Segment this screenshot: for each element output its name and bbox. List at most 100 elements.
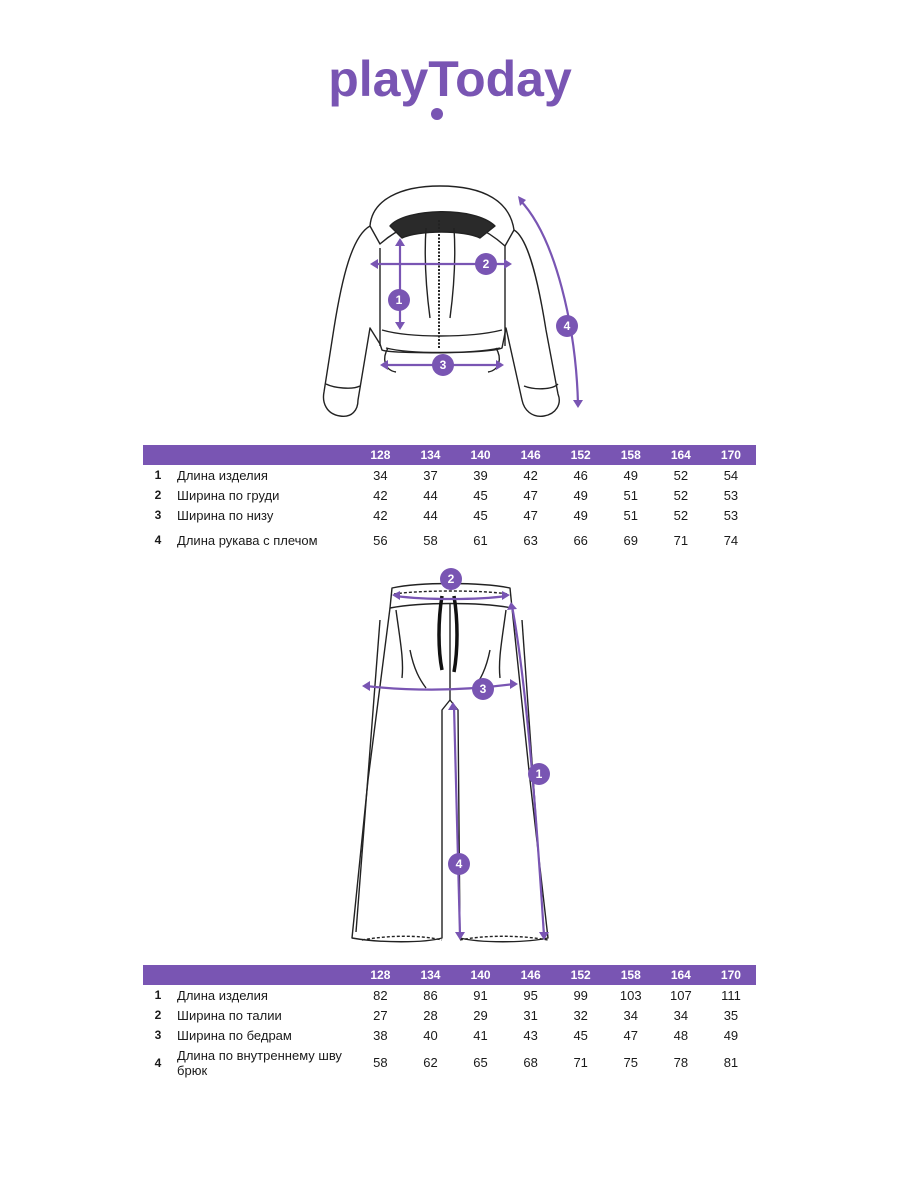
table-row: 3 Ширина по низу 42 44 45 47 49 51 52 53 (143, 505, 756, 525)
table-cell: 61 (473, 532, 488, 548)
size-header: 128 (355, 445, 406, 465)
table-cell: 58 (423, 532, 438, 548)
pants-marker-4: 4 (456, 857, 463, 871)
table-cell: 31 (523, 1007, 538, 1023)
size-header: 140 (455, 965, 506, 985)
table-cell: 40 (423, 1027, 438, 1043)
table-cell: 43 (523, 1027, 538, 1043)
table-cell: 45 (573, 1027, 588, 1043)
jacket-table-header: 128 134 140 146 152 158 164 170 (143, 445, 756, 465)
table-cell: 47 (623, 1027, 638, 1043)
row-label: Длина рукава с плечом (177, 532, 318, 548)
row-label: Длина изделия (177, 987, 268, 1003)
table-cell: 63 (523, 532, 538, 548)
row-label: Ширина по бедрам (177, 1027, 292, 1043)
size-header: 170 (705, 445, 756, 465)
table-cell: 42 (373, 507, 388, 523)
table-cell: 49 (573, 507, 588, 523)
row-number: 3 (154, 508, 162, 522)
table-cell: 111 (721, 987, 741, 1003)
table-cell: 81 (723, 1055, 739, 1070)
table-row: 1 Длина изделия 82 86 91 95 99 103 107 1… (143, 985, 756, 1005)
size-header: 128 (355, 965, 406, 985)
table-cell: 74 (723, 532, 739, 548)
size-header: 134 (405, 965, 456, 985)
table-cell: 41 (473, 1027, 488, 1043)
row-label: Ширина по низу (177, 507, 274, 523)
table-row: 1 Длина изделия 34 37 39 42 46 49 52 54 (143, 465, 756, 485)
table-cell: 29 (473, 1007, 488, 1023)
row-number: 3 (154, 1028, 162, 1042)
table-cell: 49 (623, 467, 638, 483)
row-number: 2 (154, 488, 162, 502)
row-number: 4 (154, 1055, 162, 1070)
table-cell: 49 (573, 487, 588, 503)
table-cell: 49 (723, 1027, 739, 1043)
brand-logo: playToday (328, 51, 572, 120)
size-header: 164 (655, 445, 706, 465)
table-cell: 78 (673, 1055, 689, 1070)
table-cell: 47 (523, 507, 538, 523)
row-number: 1 (154, 468, 162, 482)
row-number: 1 (154, 988, 162, 1002)
table-cell: 66 (573, 532, 588, 548)
size-header: 170 (705, 965, 756, 985)
size-header: 152 (555, 445, 606, 465)
table-cell: 52 (673, 487, 689, 503)
row-label: Ширина по груди (177, 487, 280, 503)
row-label: Ширина по талии (177, 1007, 282, 1023)
logo-dot (431, 108, 443, 120)
size-header: 140 (455, 445, 506, 465)
table-cell: 52 (673, 467, 689, 483)
row-label: Длина изделия (177, 467, 268, 483)
brand-logo-text: playToday (328, 51, 572, 107)
size-header: 152 (555, 965, 606, 985)
table-cell: 47 (523, 487, 538, 503)
table-row: 2 Ширина по талии 27 28 29 31 32 34 34 3… (143, 1005, 756, 1025)
pants-marker-1: 1 (536, 767, 543, 781)
table-cell: 103 (619, 987, 642, 1003)
pants-marker-3: 3 (480, 682, 487, 696)
row-number: 4 (154, 533, 162, 547)
jacket-marker-2: 2 (483, 257, 490, 271)
jacket-sketch: 1 2 3 4 (322, 185, 583, 417)
row-number: 2 (154, 1008, 162, 1022)
table-cell: 54 (723, 467, 739, 483)
table-cell: 58 (373, 1055, 388, 1070)
table-cell: 95 (523, 987, 538, 1003)
table-cell: 35 (723, 1007, 739, 1023)
table-cell: 44 (423, 507, 438, 523)
table-cell: 34 (623, 1007, 638, 1023)
table-cell: 45 (473, 487, 488, 503)
size-header: 158 (605, 965, 656, 985)
table-cell: 34 (673, 1007, 689, 1023)
table-cell: 107 (670, 987, 692, 1003)
table-cell: 62 (423, 1055, 438, 1070)
size-header: 164 (655, 965, 706, 985)
table-cell: 69 (623, 532, 638, 548)
jacket-marker-1: 1 (396, 293, 403, 307)
table-cell: 28 (423, 1007, 438, 1023)
size-header: 146 (505, 445, 556, 465)
table-cell: 82 (373, 987, 388, 1003)
table-row: 2 Ширина по груди 42 44 45 47 49 51 52 5… (143, 485, 756, 505)
table-cell: 71 (573, 1055, 588, 1070)
jacket-size-table: 128 134 140 146 152 158 164 170 1 Длина … (143, 445, 756, 555)
jacket-marker-4: 4 (564, 319, 571, 333)
pants-size-table: 128 134 140 146 152 158 164 170 1 Длина … (143, 965, 756, 1080)
size-header: 146 (505, 965, 556, 985)
table-cell: 37 (423, 467, 438, 483)
table-cell: 56 (373, 532, 388, 548)
table-cell: 32 (573, 1007, 588, 1023)
table-cell: 44 (423, 487, 438, 503)
size-header: 134 (405, 445, 456, 465)
jacket-marker-3: 3 (440, 358, 447, 372)
table-cell: 91 (473, 987, 488, 1003)
table-cell: 52 (673, 507, 689, 523)
table-cell: 46 (573, 467, 588, 483)
table-cell: 42 (523, 467, 538, 483)
pants-table-header: 128 134 140 146 152 158 164 170 (143, 965, 756, 985)
table-cell: 86 (423, 987, 438, 1003)
table-cell: 51 (623, 487, 638, 503)
table-cell: 71 (673, 532, 689, 548)
